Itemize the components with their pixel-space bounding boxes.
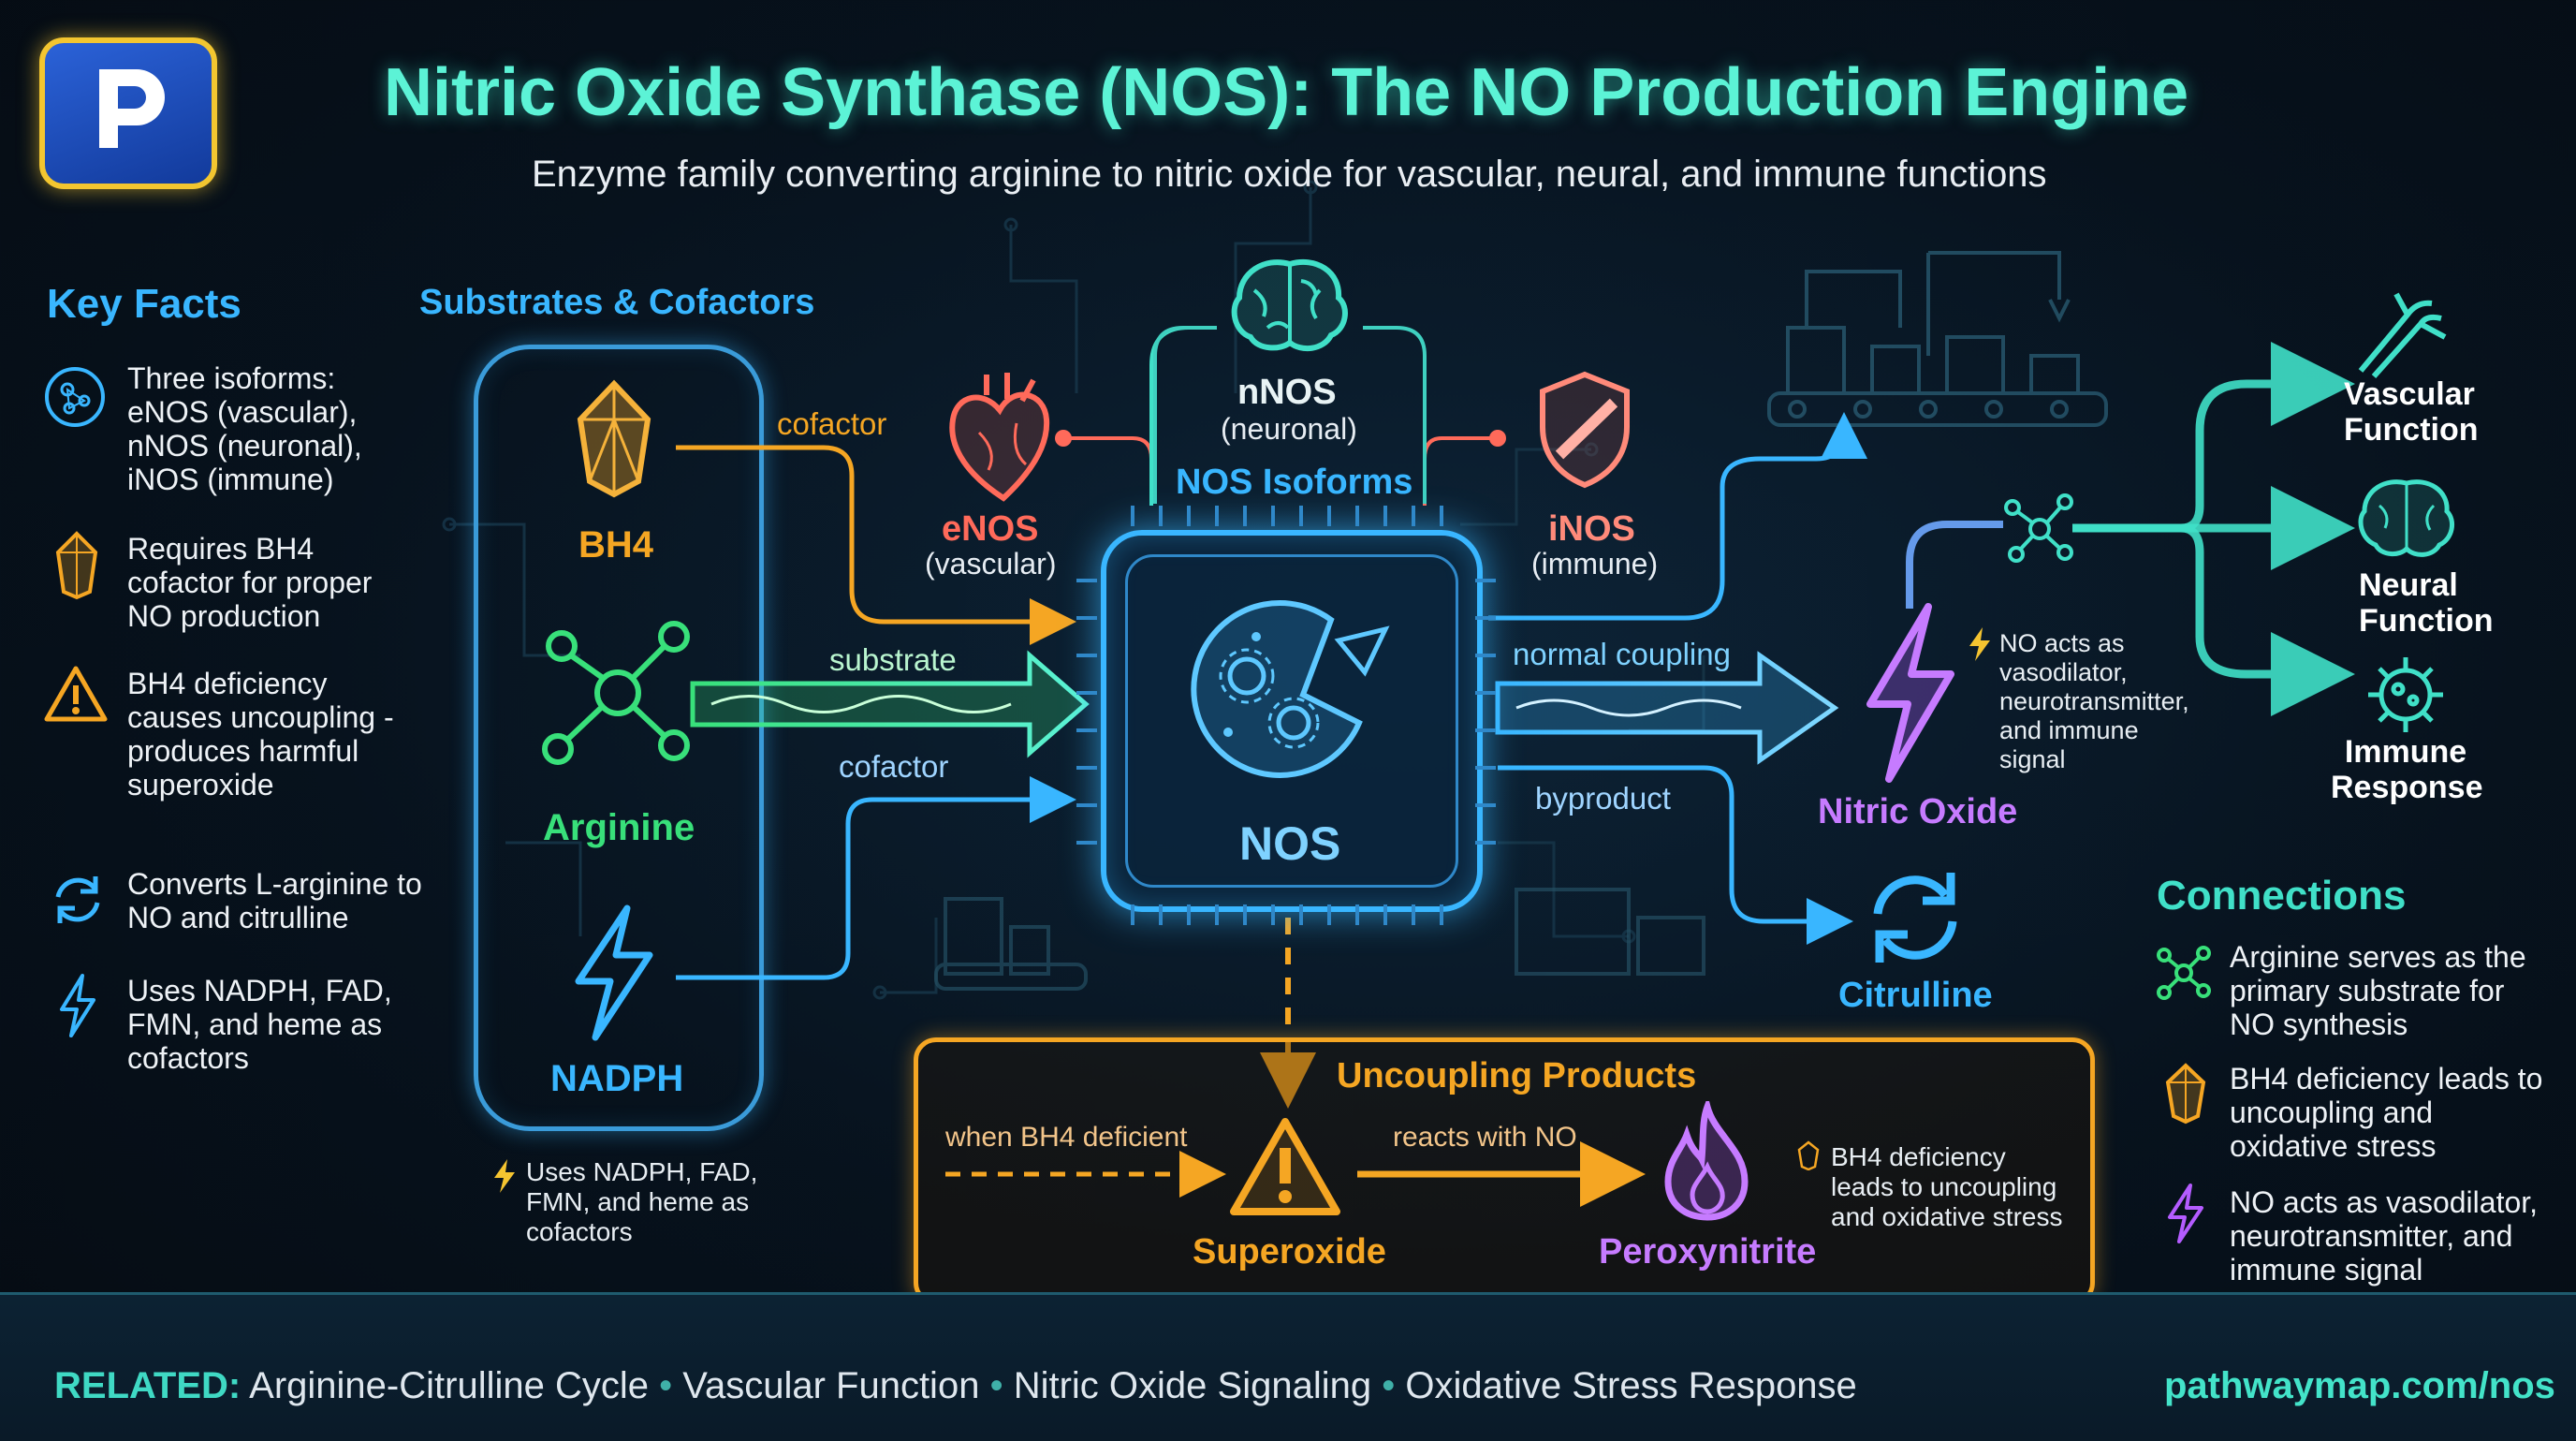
uncoupling-arrows (945, 1141, 1646, 1207)
no-molecule-hub-icon (2004, 493, 2073, 563)
enos-sub-label: (vascular) (925, 547, 1057, 581)
nos-core-chip[interactable]: NOS (1101, 530, 1483, 912)
separator: • (1382, 1365, 1396, 1406)
reacts-with-no-label: reacts with NO (1393, 1122, 1577, 1153)
peroxynitrite-flame-icon (1664, 1101, 1749, 1221)
when-bh4-deficient-label: when BH4 deficient (945, 1122, 1188, 1153)
footer-bar (0, 1292, 2576, 1441)
footer-url-link[interactable]: pathwaymap.com/nos (2164, 1365, 2555, 1406)
molecule-icon (2157, 946, 2211, 1000)
nos-isoforms-heading: NOS Isoforms (1176, 463, 1413, 502)
crystal-icon (2165, 1063, 2206, 1125)
citrulline-label: Citrulline (1838, 976, 1993, 1015)
normal-coupling-label: normal coupling (1513, 637, 1731, 671)
enos-label: eNOS (942, 509, 1039, 549)
substrates-panel (474, 345, 764, 1131)
pathwaymap-logo-icon[interactable] (39, 37, 217, 189)
key-fact-bh4: Requires BH4 cofactor for proper NO prod… (127, 532, 373, 633)
separator: • (659, 1365, 673, 1406)
nnos-label: nNOS (1237, 373, 1337, 412)
network-globe-icon (45, 367, 105, 427)
substrates-note: Uses NADPH, FAD, FMN, and heme as cofact… (526, 1157, 758, 1246)
small-lightning-icon (494, 1159, 515, 1193)
brain-icon (1231, 258, 1348, 352)
cycle-icon (55, 876, 100, 923)
crystal-icon (55, 531, 98, 600)
arginine-label: Arginine (543, 807, 695, 848)
heart-icon (949, 373, 1050, 502)
immune-response-label: Immune Response (2331, 734, 2483, 805)
enzyme-pacman-icon (1191, 600, 1390, 778)
byproduct-arrow (1498, 765, 1853, 945)
substrate-label: substrate (829, 642, 957, 677)
superoxide-warning-icon (1230, 1118, 1340, 1215)
lightning-icon (2168, 1184, 2203, 1243)
uncoupling-note-crystal-icon (1797, 1140, 1820, 1170)
related-link[interactable]: Arginine-Citrulline Cycle (249, 1365, 649, 1406)
key-fact-isoforms: Three isoforms: eNOS (vascular), nNOS (n… (127, 361, 362, 496)
page-subtitle: Enzyme family converting arginine to nit… (532, 154, 2047, 195)
factory-decoration (1767, 251, 2108, 427)
key-fact-cofactors: Uses NADPH, FAD, FMN, and heme as cofact… (127, 974, 392, 1075)
related-link[interactable]: Oxidative Stress Response (1405, 1365, 1857, 1406)
bh4-crystal-icon (577, 379, 651, 498)
lightning-icon (60, 974, 95, 1037)
nadph-cofactor-arrow (676, 776, 1076, 980)
no-note-lightning-icon (1969, 627, 1990, 661)
key-facts-heading: Key Facts (47, 281, 242, 327)
chip-pins (1076, 506, 1496, 925)
nnos-sub-label: (neuronal) (1221, 412, 1357, 446)
uncoupling-heading: Uncoupling Products (1337, 1056, 1697, 1095)
bh4-label: BH4 (578, 524, 654, 566)
cofactor-top-label: cofactor (777, 406, 887, 441)
nadph-label: NADPH (550, 1058, 684, 1099)
connection-no: NO acts as vasodilator, neurotransmitter… (2230, 1185, 2539, 1287)
superoxide-label: Superoxide (1193, 1232, 1386, 1272)
separator: • (989, 1365, 1003, 1406)
blood-vessel-icon (2358, 292, 2447, 378)
cofactor-bottom-label: cofactor (839, 749, 949, 784)
nos-core-label: NOS (1239, 817, 1341, 870)
key-fact-conversion: Converts L-arginine to NO and citrulline (127, 867, 422, 934)
page-title: Nitric Oxide Synthase (NOS): The NO Prod… (384, 55, 2189, 130)
byproduct-label: byproduct (1535, 781, 1671, 816)
inos-label: iNOS (1548, 509, 1635, 549)
key-fact-uncoupling: BH4 deficiency causes uncoupling - produ… (127, 667, 394, 801)
uncoupling-note: BH4 deficiency leads to uncoupling and o… (1831, 1142, 2063, 1231)
related-label: RELATED: (54, 1365, 242, 1406)
bh4-cofactor-arrow (676, 445, 1076, 645)
connection-arginine: Arginine serves as the primary substrate… (2230, 940, 2526, 1041)
related-link[interactable]: Nitric Oxide Signaling (1013, 1365, 1372, 1406)
circuit-background (442, 180, 2108, 1000)
related-link[interactable]: Vascular Function (682, 1365, 980, 1406)
nitric-oxide-label: Nitric Oxide (1818, 792, 2018, 831)
shield-icon (1540, 371, 1630, 489)
connection-bh4: BH4 deficiency leads to uncoupling and o… (2230, 1062, 2543, 1163)
warning-icon (44, 666, 108, 722)
immune-cell-icon (2368, 657, 2443, 732)
nadph-lightning-icon (575, 904, 653, 1041)
connections-heading: Connections (2157, 873, 2407, 919)
flow-arrows (676, 326, 2355, 1109)
nitric-oxide-lightning-icon (1866, 603, 1954, 783)
citrulline-cycle-icon (1873, 873, 1957, 963)
arginine-molecule-icon (542, 621, 690, 765)
substrate-arrow (690, 650, 1090, 758)
related-links: RELATED: Arginine-Citrulline Cycle • Vas… (54, 1365, 1857, 1407)
no-note: NO acts as vasodilator, neurotransmitter… (1999, 629, 2189, 773)
peroxynitrite-label: Peroxynitrite (1599, 1232, 1817, 1272)
vascular-function-label: Vascular Function (2344, 376, 2479, 448)
neural-brain-icon (2358, 479, 2455, 557)
inos-sub-label: (immune) (1531, 547, 1659, 581)
substrates-heading: Substrates & Cofactors (419, 283, 815, 322)
